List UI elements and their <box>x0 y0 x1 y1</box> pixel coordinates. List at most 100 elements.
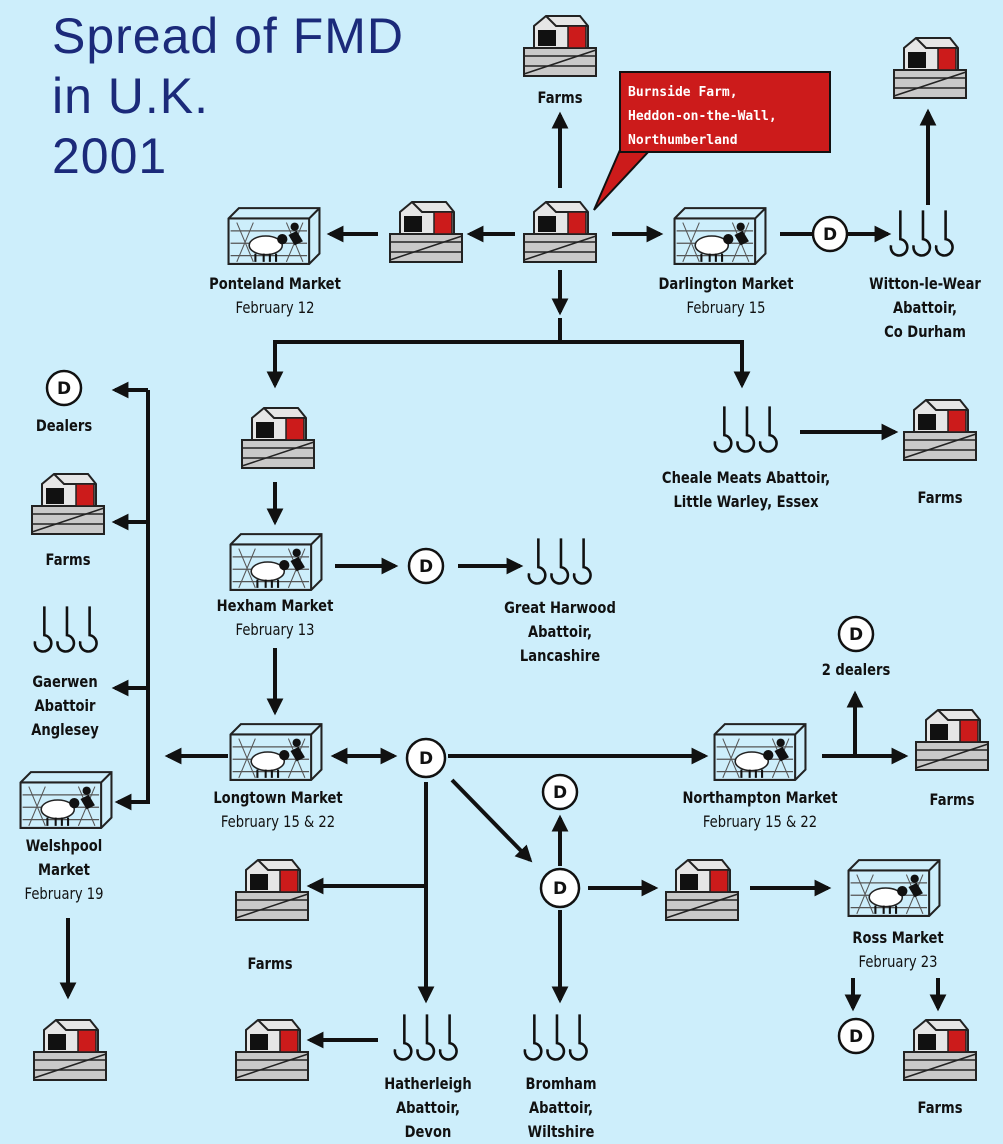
label-farms-left: Farms <box>18 548 118 572</box>
abattoir-hooks-icon-witton <box>889 209 954 257</box>
dealer-icon-upper: D <box>541 773 579 811</box>
label-hexham-market: Hexham Market February 13 <box>180 594 370 642</box>
market-name: Hexham Market <box>216 596 334 615</box>
dealer-letter: D <box>553 783 567 803</box>
label-farms-top: Farms <box>520 86 600 110</box>
label-longtown-market: Longtown Market February 15 & 22 <box>180 786 376 834</box>
abattoir-hooks-icon-cheale <box>713 405 778 453</box>
abattoir-hooks-icon-hatherleigh <box>393 1013 458 1061</box>
abattoir-hooks-icon-great-harwood <box>527 537 592 585</box>
label-gaerwen-abattoir: Gaerwen Abattoir Anglesey <box>10 670 120 742</box>
label-two-dealers: 2 dealers <box>800 658 912 682</box>
abattoir-line-3: Co Durham <box>884 322 966 341</box>
market-icon-ross <box>847 859 941 917</box>
dealer-icon-darlington: D <box>811 215 849 253</box>
market-name: Ross Market <box>852 928 944 947</box>
dealer-letter: D <box>57 379 71 399</box>
dealer-letter: D <box>849 1027 863 1047</box>
label-ponteland-market: Ponteland Market February 12 <box>180 272 370 320</box>
abattoir-line-3: Devon <box>404 1122 452 1141</box>
title-line-1: Spread of FMD <box>52 8 405 64</box>
title-line-2: in U.K. <box>52 68 210 124</box>
dealer-letter: D <box>823 225 837 245</box>
callout-burnside: Burnside Farm, Heddon-on-the-Wall, North… <box>593 71 831 211</box>
market-date: February 15 <box>686 298 766 317</box>
label-great-harwood-abattoir: Great Harwood Abattoir, Lancashire <box>470 596 650 668</box>
market-name: Ponteland Market <box>209 274 341 293</box>
abattoir-line-1: Hatherleigh <box>384 1074 472 1093</box>
farm-icon <box>523 15 597 77</box>
abattoir-hooks-icon-gaerwen <box>33 605 98 653</box>
market-name-2: Market <box>38 860 90 879</box>
market-name: Northampton Market <box>682 788 838 807</box>
callout-line-1: Burnside Farm, <box>628 85 738 100</box>
market-date: February 12 <box>235 298 315 317</box>
abattoir-line-2: Abattoir, <box>893 298 957 317</box>
label-darlington-market: Darlington Market February 15 <box>626 272 826 320</box>
diagram-title: Spread of FMD in U.K. 2001 <box>52 6 404 186</box>
label-cheale-abattoir: Cheale Meats Abattoir, Little Warley, Es… <box>626 466 866 514</box>
label-farms-cheale: Farms <box>900 486 980 510</box>
label-hatherleigh-abattoir: Hatherleigh Abattoir, Devon <box>360 1072 496 1144</box>
dealer-icon-longtown: D <box>405 737 447 779</box>
farm-icon <box>389 201 463 263</box>
market-name: Darlington Market <box>658 274 794 293</box>
farm-icon-burnside <box>523 201 597 263</box>
abattoir-hooks-icon-bromham <box>523 1013 588 1061</box>
abattoir-line-1: Great Harwood <box>504 598 616 617</box>
label-text: 2 dealers <box>821 660 891 679</box>
dealer-letter: D <box>419 557 433 577</box>
farm-icon <box>903 1019 977 1081</box>
label-witton-abattoir: Witton-le-Wear Abattoir, Co Durham <box>850 272 1000 344</box>
title-line-3: 2001 <box>52 128 168 184</box>
label-text: Farms <box>917 488 963 507</box>
farm-icon <box>903 399 977 461</box>
market-icon-northampton <box>713 723 807 781</box>
label-welshpool-market: Welshpool Market February 19 <box>4 834 124 906</box>
farm-icon <box>31 473 105 535</box>
market-name: Welshpool <box>25 836 103 855</box>
abattoir-line-1: Cheale Meats Abattoir, <box>661 468 831 487</box>
abattoir-line-2: Abattoir, <box>528 622 592 641</box>
dealer-letter: D <box>849 625 863 645</box>
label-text: Farms <box>45 550 91 569</box>
abattoir-line-1: Witton-le-Wear <box>869 274 981 293</box>
farm-icon <box>235 1019 309 1081</box>
label-text: Dealers <box>35 416 93 435</box>
dealer-icon-ross: D <box>837 1017 875 1055</box>
callout-line-3: Northumberland <box>628 133 738 148</box>
dealer-icon-lower: D <box>539 867 581 909</box>
dealer-icon-left: D <box>45 369 83 407</box>
label-farms-northampton: Farms <box>910 788 994 812</box>
line-left-column <box>114 390 150 811</box>
market-date: February 23 <box>858 952 938 971</box>
label-text: Farms <box>247 954 293 973</box>
market-date: February 15 & 22 <box>220 812 336 831</box>
label-bromham-abattoir: Bromham Abattoir, Wiltshire <box>496 1072 626 1144</box>
abattoir-line-2: Little Warley, Essex <box>673 492 819 511</box>
market-icon-darlington <box>673 207 767 265</box>
dealer-icons: D D D D D D D <box>45 215 875 1055</box>
market-icon-ponteland <box>227 207 321 265</box>
abattoir-line-3: Wiltshire <box>527 1122 595 1141</box>
label-dealers-left: Dealers <box>14 414 114 438</box>
market-icon-welshpool <box>19 771 113 829</box>
label-northampton-market: Northampton Market February 15 & 22 <box>650 786 870 834</box>
abattoir-line-2: Abattoir, <box>529 1098 593 1117</box>
dealer-icon-hexham: D <box>407 547 445 585</box>
farm-icon <box>665 859 739 921</box>
flow-arrows <box>59 108 947 1049</box>
market-date: February 13 <box>235 620 315 639</box>
market-date: February 15 & 22 <box>702 812 818 831</box>
market-name: Longtown Market <box>213 788 343 807</box>
abattoir-line-1: Gaerwen <box>32 672 98 691</box>
label-text: Farms <box>537 88 583 107</box>
dealer-icon-two-dealers: D <box>837 615 875 653</box>
abattoir-line-2: Abattoir, <box>396 1098 460 1117</box>
label-text: Farms <box>917 1098 963 1117</box>
farm-icon <box>33 1019 107 1081</box>
callout-line-2: Heddon-on-the-Wall, <box>628 109 777 124</box>
abattoir-line-3: Anglesey <box>31 720 99 739</box>
